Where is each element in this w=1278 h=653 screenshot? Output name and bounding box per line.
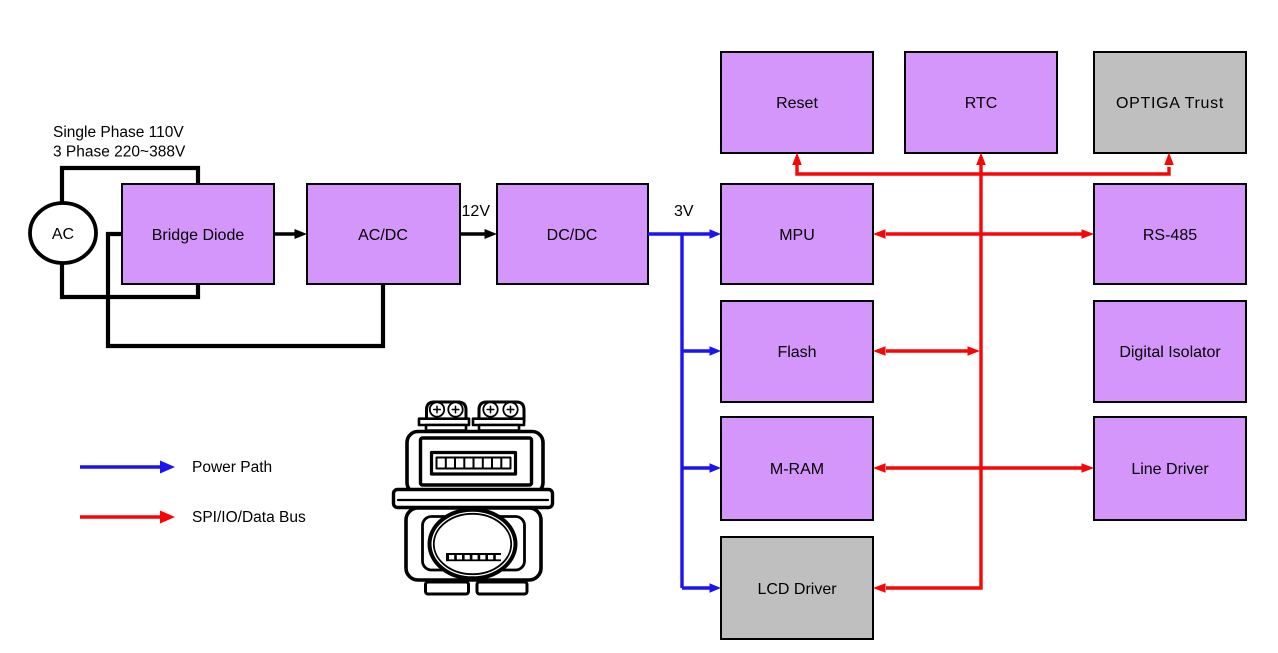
- svg-text:Bridge Diode: Bridge Diode: [152, 227, 245, 244]
- svg-text:Flash: Flash: [777, 344, 816, 361]
- svg-text:SPI/IO/Data Bus: SPI/IO/Data Bus: [192, 509, 306, 526]
- svg-text:MPU: MPU: [779, 227, 815, 244]
- svg-text:Power Path: Power Path: [192, 459, 272, 476]
- svg-text:Single Phase 110V: Single Phase 110V: [53, 124, 184, 141]
- svg-text:3 Phase 220~388V: 3 Phase 220~388V: [53, 144, 186, 161]
- svg-text:M-RAM: M-RAM: [770, 461, 824, 478]
- svg-text:OPTIGA Trust: OPTIGA Trust: [1116, 95, 1224, 112]
- svg-text:Line Driver: Line Driver: [1131, 461, 1209, 478]
- svg-text:Digital Isolator: Digital Isolator: [1119, 344, 1221, 361]
- svg-text:3V: 3V: [674, 203, 694, 220]
- svg-text:AC/DC: AC/DC: [358, 227, 408, 244]
- svg-text:RTC: RTC: [965, 95, 998, 112]
- svg-text:12V: 12V: [462, 203, 491, 220]
- svg-text:AC: AC: [52, 226, 74, 243]
- svg-text:Reset: Reset: [776, 95, 818, 112]
- svg-text:RS-485: RS-485: [1143, 227, 1197, 244]
- svg-text:LCD Driver: LCD Driver: [757, 581, 837, 598]
- svg-text:DC/DC: DC/DC: [547, 227, 598, 244]
